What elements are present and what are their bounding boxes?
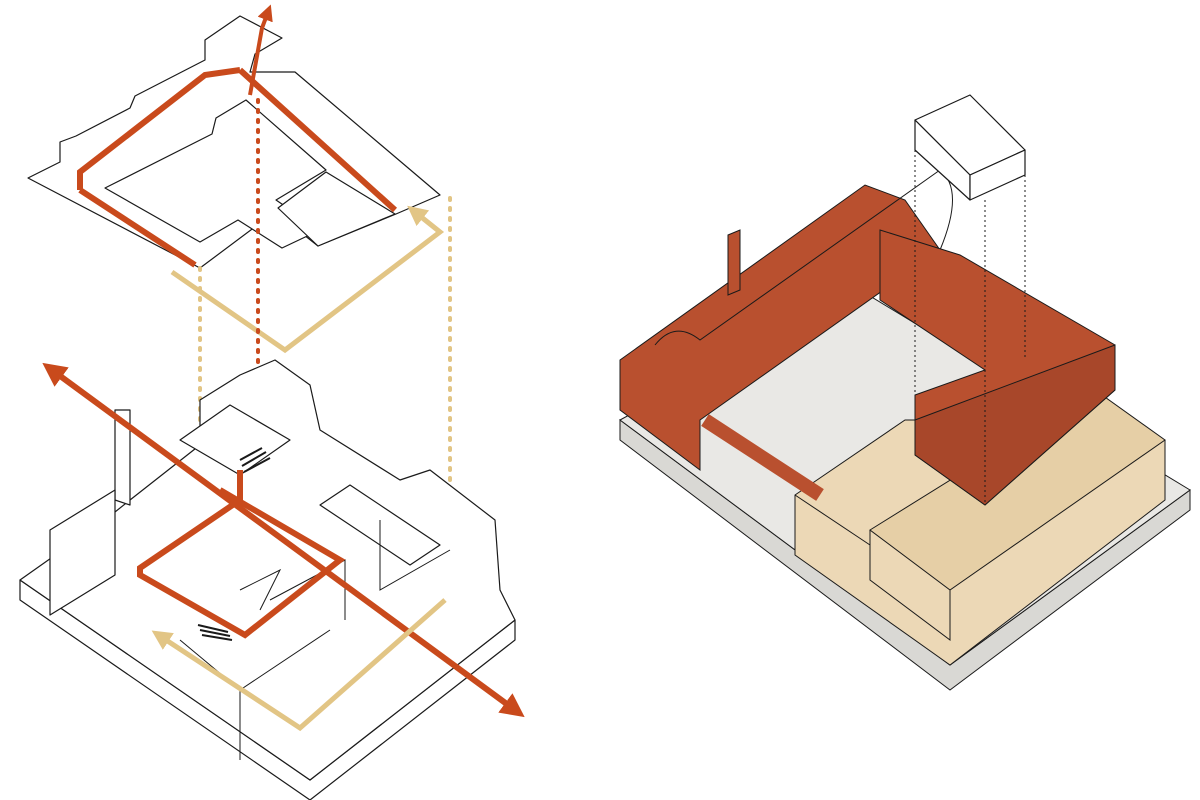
upper-floor-circulation-primary — [77, 67, 398, 268]
new-building — [619, 169, 1116, 506]
ground-floor-circulation-secondary — [151, 598, 447, 732]
through-axis-arrow — [42, 362, 525, 718]
upper-stair-arrow — [248, 4, 273, 96]
upper-floor-plan — [27, 4, 445, 354]
upper-floor-circulation-secondary — [170, 205, 445, 354]
ground-floor-plan — [19, 359, 516, 800]
stair-icon — [197, 447, 271, 641]
rooftop-addition — [914, 94, 1026, 505]
